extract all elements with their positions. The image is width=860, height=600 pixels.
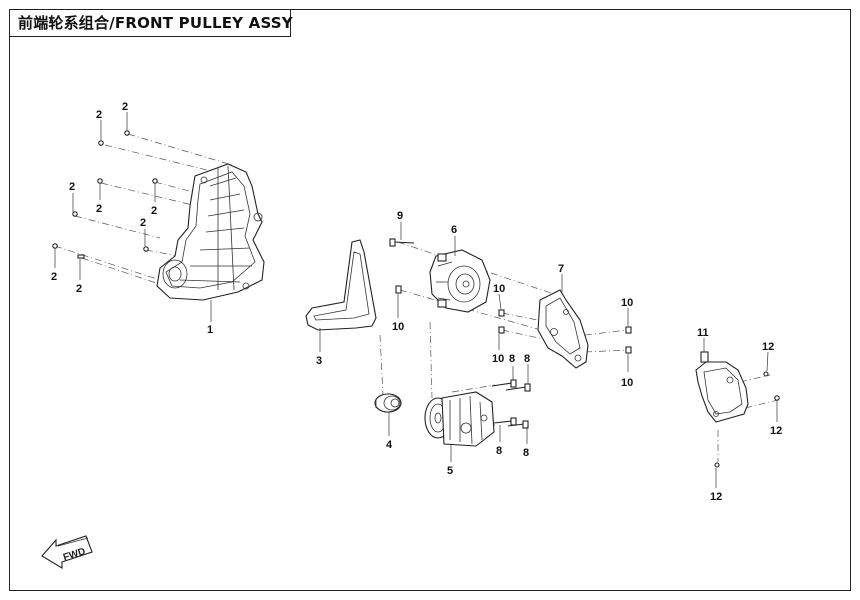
callout-2: 2 xyxy=(51,271,57,283)
callout-2: 2 xyxy=(122,101,128,113)
leader-lines xyxy=(54,112,778,488)
callout-labels: 1 2 2 2 2 2 2 2 2 2 3 4 5 6 7 8 8 8 8 9 … xyxy=(51,101,782,503)
callout-8: 8 xyxy=(524,353,530,365)
callout-8: 8 xyxy=(509,353,515,365)
callout-10: 10 xyxy=(392,321,404,333)
callout-10: 10 xyxy=(493,283,505,295)
callout-6: 6 xyxy=(451,224,457,236)
callout-9: 9 xyxy=(397,210,403,222)
callout-10: 10 xyxy=(621,297,633,309)
alternator-part xyxy=(429,249,491,313)
callout-2: 2 xyxy=(69,181,75,193)
callout-10: 10 xyxy=(492,353,504,365)
fwd-arrow-icon: FWD xyxy=(41,535,93,569)
front-cover-part xyxy=(156,163,265,301)
callout-11: 11 xyxy=(697,327,709,339)
callout-2: 2 xyxy=(151,205,157,217)
page-title: 前端轮系组合/FRONT PULLEY ASSY xyxy=(18,14,293,32)
callout-12: 12 xyxy=(770,425,782,437)
bolt-set-2 xyxy=(52,130,158,259)
drive-belt-part xyxy=(305,239,377,331)
callout-2: 2 xyxy=(140,217,146,229)
callout-8: 8 xyxy=(496,445,502,457)
callout-10: 10 xyxy=(621,377,633,389)
callout-7: 7 xyxy=(558,263,564,275)
bracket-part xyxy=(537,289,589,369)
drawing-frame xyxy=(9,9,851,591)
callout-2: 2 xyxy=(96,203,102,215)
long-bolts xyxy=(389,238,632,429)
callout-5: 5 xyxy=(447,465,453,477)
callout-12: 12 xyxy=(710,491,722,503)
callout-12: 12 xyxy=(762,341,774,353)
shield-bracket-part xyxy=(695,351,780,468)
idler-pulley-part xyxy=(374,393,402,413)
compressor-part xyxy=(424,391,495,447)
callout-8: 8 xyxy=(523,447,529,459)
callout-4: 4 xyxy=(386,439,393,451)
callout-1: 1 xyxy=(207,324,213,336)
callout-2: 2 xyxy=(76,283,82,295)
callout-3: 3 xyxy=(316,355,322,367)
callout-2: 2 xyxy=(96,109,102,121)
title-box xyxy=(9,9,291,37)
assembly-lines xyxy=(54,133,779,462)
